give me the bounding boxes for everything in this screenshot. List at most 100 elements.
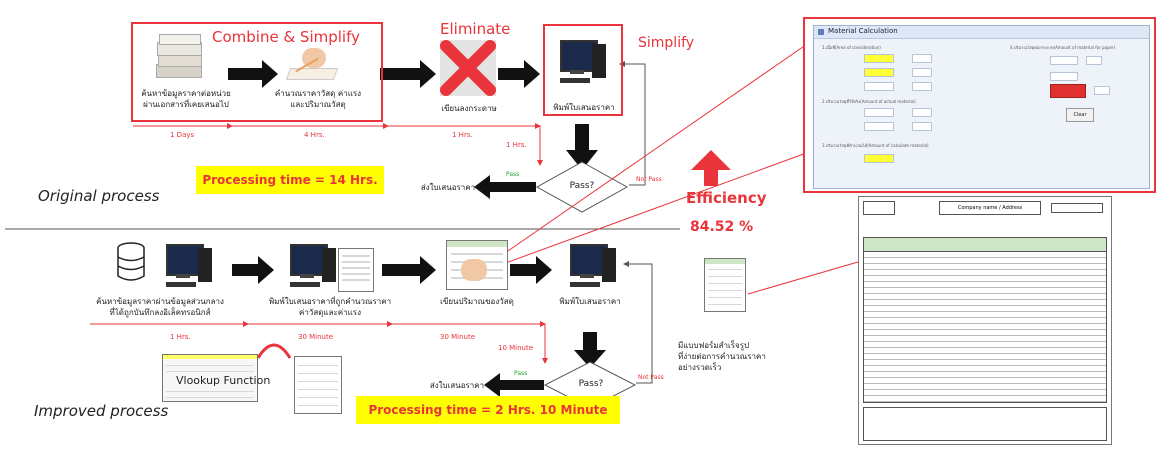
combine-simplify-label: Combine & Simplify: [212, 28, 360, 46]
database-icon: [117, 242, 145, 281]
impr-not-pass-label: Not Pass: [638, 374, 664, 381]
computer-icon: [556, 36, 610, 86]
loop-impr-notpass: [623, 261, 653, 384]
impr-time-2: 30 Minute: [298, 333, 334, 341]
calc-unit-2[interactable]: [912, 68, 932, 77]
zoom-line-top: [491, 41, 811, 263]
impr-time-4: 10 Minute: [498, 344, 534, 352]
arrow-impr-pass: [484, 373, 544, 397]
orig-time-3: 1 Hrs.: [452, 131, 473, 139]
impr-time-3: 30 Minute: [440, 333, 476, 341]
sheet-table-body: [863, 251, 1107, 403]
ready-form-thumb: [704, 258, 746, 312]
zoom-line-sheet: [747, 261, 859, 295]
orig-step2-caption: คำนวณราคาวัสดุ ค่าแรง และปริมาณวัสดุ: [274, 89, 362, 109]
arrow-orig-2: [380, 60, 436, 88]
orig-time-4: 1 Hrs.: [506, 141, 527, 149]
vlookup-link: [256, 343, 292, 359]
orig-time-2: 4 Hrs.: [304, 131, 325, 139]
calc-field-paper-3[interactable]: [1050, 84, 1086, 98]
orig-step4-frame: [543, 24, 623, 116]
calc-unit-3[interactable]: [912, 82, 932, 91]
calc-section-calculate: 3.ปริมาณวัสดุที่คำนวณได้(Amount of calcu…: [822, 143, 929, 148]
impr-pass-label: Pass: [514, 370, 528, 377]
impr-step2-caption: พิมพ์ใบเสนอราคาที่ถูกคำนวณราคา ค่าวัสดุแ…: [268, 297, 392, 317]
orig-pass-label: Pass: [506, 171, 520, 178]
computer-icon: [566, 240, 620, 290]
ready-form-note: มีแบบฟอร์มสำเร็จรูป ที่ง่ายต่อการคำนวณรา…: [678, 341, 766, 372]
orig-processing-time: Processing time = 14 Hrs.: [196, 166, 384, 194]
calc-section-area: 1.เนื้อที่(Area of consideration): [822, 45, 881, 50]
computer-icon: [286, 240, 340, 290]
computer-icon: [162, 240, 216, 290]
calc-field-area-1[interactable]: [864, 54, 894, 63]
calc-field-area-2[interactable]: [864, 68, 894, 77]
calc-unit-6[interactable]: [1086, 56, 1102, 65]
vlookup-sheet-thumb: [294, 356, 342, 414]
calc-window-titlebar: [814, 26, 1149, 39]
company-logo: [863, 201, 895, 215]
efficiency-arrow: [691, 150, 731, 186]
calc-unit-1[interactable]: [912, 54, 932, 63]
vlookup-table-thumb: [162, 354, 258, 402]
impr-processing-time: Processing time = 2 Hrs. 10 Minute: [356, 396, 620, 424]
orig-step1-caption: ค้นหาข้อมูลราคาต่อหน่วย ผ่านเอกสารที่เคย…: [141, 89, 231, 109]
quotation-sheet: Company name / Address: [858, 196, 1112, 445]
vlookup-label: Vlookup Function: [176, 374, 271, 387]
calc-window-title: Material Calculation: [828, 27, 898, 35]
arrow-impr-down: [574, 332, 606, 368]
calc-unit-4[interactable]: [912, 108, 932, 117]
sheet-signature-area: [863, 407, 1107, 441]
document-stack-icon: [156, 34, 202, 82]
calc-field-paper-2[interactable]: [1050, 72, 1078, 81]
calc-field-paper-1[interactable]: [1050, 56, 1078, 65]
cross-icon: [440, 40, 496, 96]
impr-time-1: 1 Hrs.: [170, 333, 191, 341]
calc-field-calculate[interactable]: [864, 154, 894, 163]
eliminate-label: Eliminate: [440, 20, 511, 38]
impr-send-quote: ส่งใบเสนอราคา: [429, 381, 485, 390]
efficiency-value: 84.52 %: [690, 219, 754, 235]
arrow-impr-1: [232, 256, 274, 284]
impr-step3-caption: เขียนปริมาณของวัสดุ: [440, 297, 514, 306]
quote-number-box: [1051, 203, 1103, 213]
improved-process-title: Improved process: [34, 402, 169, 420]
quotation-sheet-header: Company name / Address: [939, 201, 1041, 215]
impr-pass-question: Pass?: [578, 379, 604, 389]
arrow-orig-pass: [474, 175, 536, 199]
hand-writing-icon: [285, 42, 339, 82]
calc-unit-7[interactable]: [1094, 86, 1110, 95]
impr-step1-caption: ค้นหาข้อมูลราคาผ่านข้อมูลส่วนกลาง ที่ได้…: [96, 297, 224, 317]
calc-field-actual-1[interactable]: [864, 108, 894, 117]
calc-window-frame: Material Calculation 1.เนื้อที่(Area of …: [803, 17, 1156, 193]
arrow-orig-1: [228, 60, 278, 88]
zoom-line-bottom: [491, 147, 821, 269]
arrow-orig-down: [566, 124, 598, 170]
orig-send-quote: ส่งใบเสนอราคา: [420, 183, 476, 192]
calc-window: Material Calculation 1.เนื้อที่(Area of …: [813, 25, 1150, 189]
calc-unit-5[interactable]: [912, 122, 932, 131]
calc-field-area-3[interactable]: [864, 82, 894, 91]
calc-section-actual: 2.ปริมาณวัสดุที่ใช้จริง(Amount of actual…: [822, 99, 916, 104]
form-icon: [818, 29, 824, 35]
loop-orig-notpass: [619, 61, 646, 186]
combine-simplify-frame: [131, 22, 383, 122]
efficiency-label: Efficiency: [686, 189, 767, 207]
orig-not-pass-label: Not Pass: [636, 176, 662, 183]
arrow-orig-3: [498, 60, 540, 88]
orig-step3-caption: เขียนลงกระดาษ: [441, 104, 497, 113]
orig-pass-question: Pass?: [569, 181, 595, 191]
material-sheet-icon: [446, 240, 508, 290]
orig-time-1: 1 Days: [170, 131, 195, 139]
calc-section-paper: 4.ปริมาณวัสดุต่อกระดาษ(Amount of materia…: [1010, 45, 1116, 50]
original-process-title: Original process: [38, 187, 160, 205]
arrow-impr-3: [510, 256, 552, 284]
quote-sheet-thumb: [338, 248, 374, 292]
simplify-label: Simplify: [638, 35, 695, 51]
impr-step4-caption: พิมพ์ใบเสนอราคา: [559, 297, 621, 306]
orig-step4-caption: พิมพ์ใบเสนอราคา: [553, 103, 615, 112]
clear-button[interactable]: Clear: [1066, 108, 1094, 122]
calc-field-actual-2[interactable]: [864, 122, 894, 131]
arrow-impr-2: [382, 256, 436, 284]
